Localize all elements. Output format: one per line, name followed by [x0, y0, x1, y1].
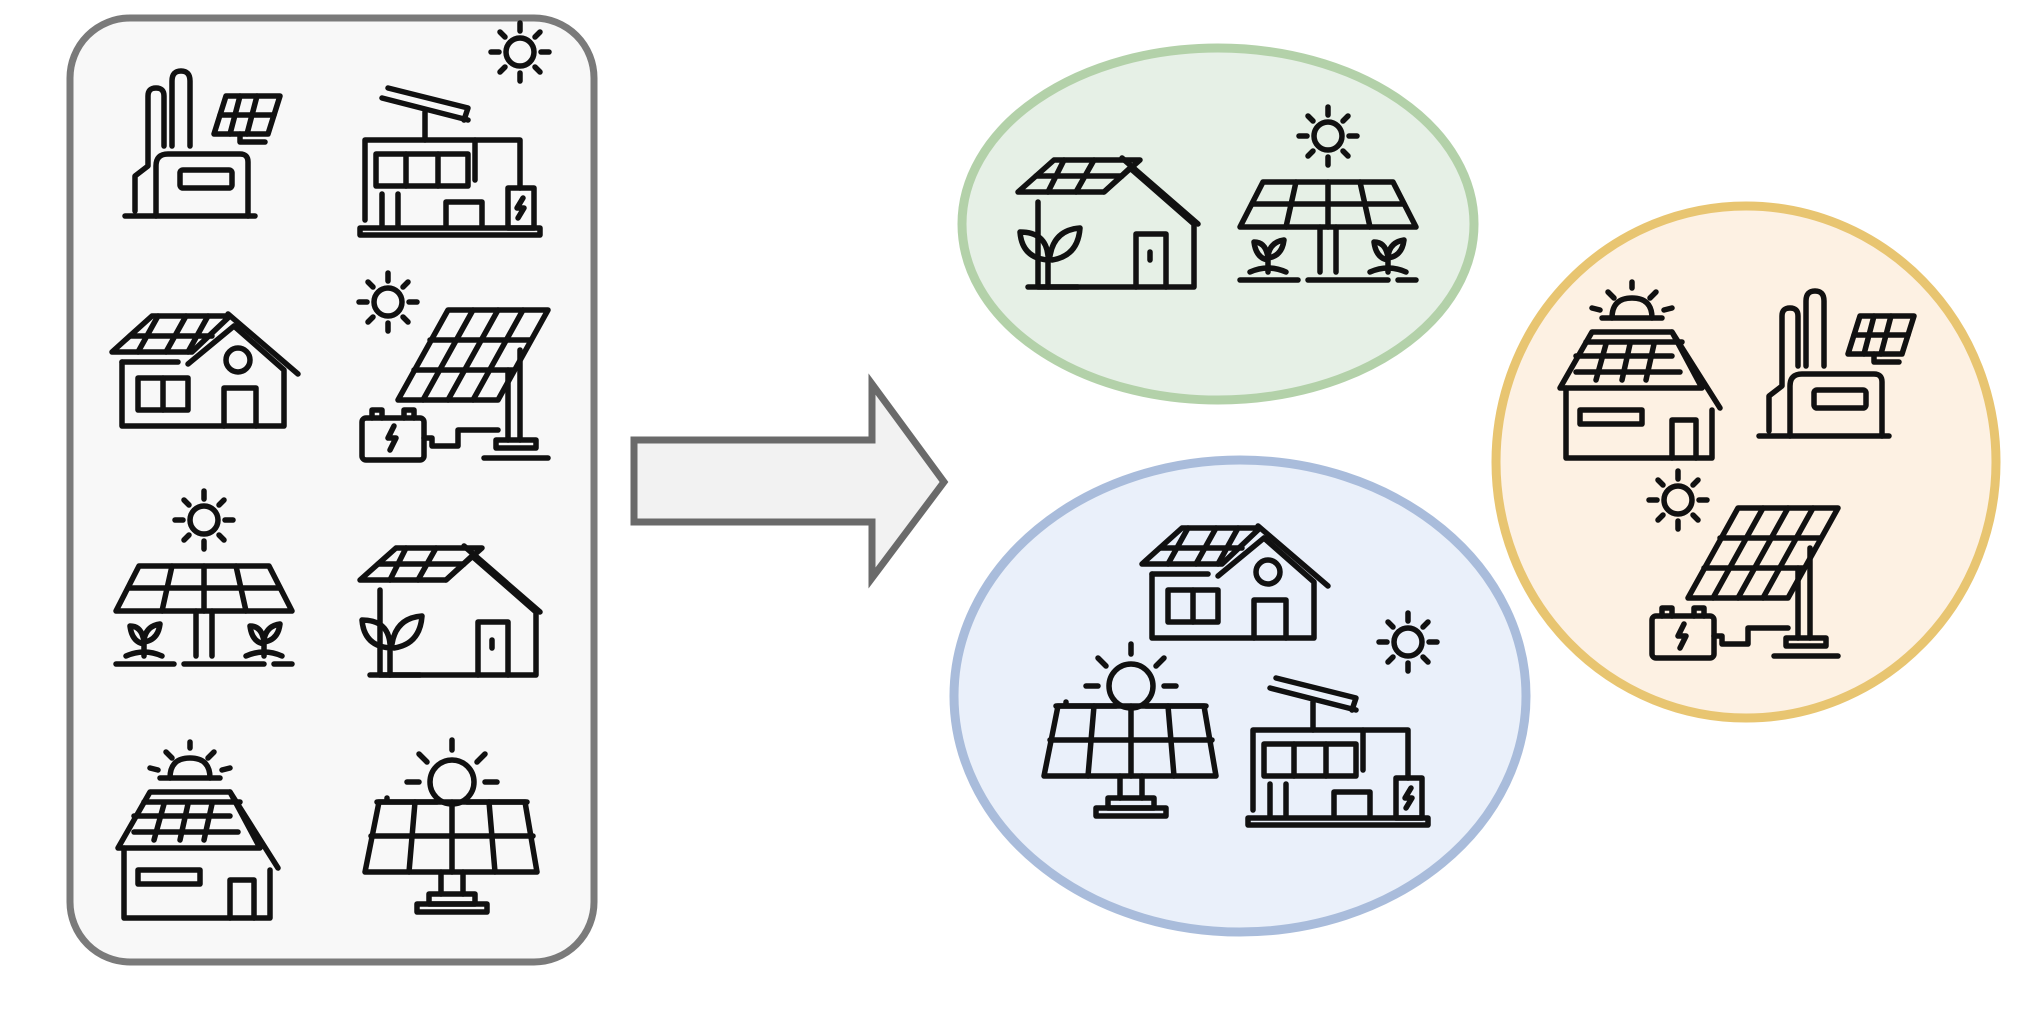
right-arrow-icon	[630, 373, 949, 589]
cluster-blue	[949, 455, 1531, 937]
cluster-green	[957, 43, 1479, 405]
source-box	[66, 14, 598, 966]
